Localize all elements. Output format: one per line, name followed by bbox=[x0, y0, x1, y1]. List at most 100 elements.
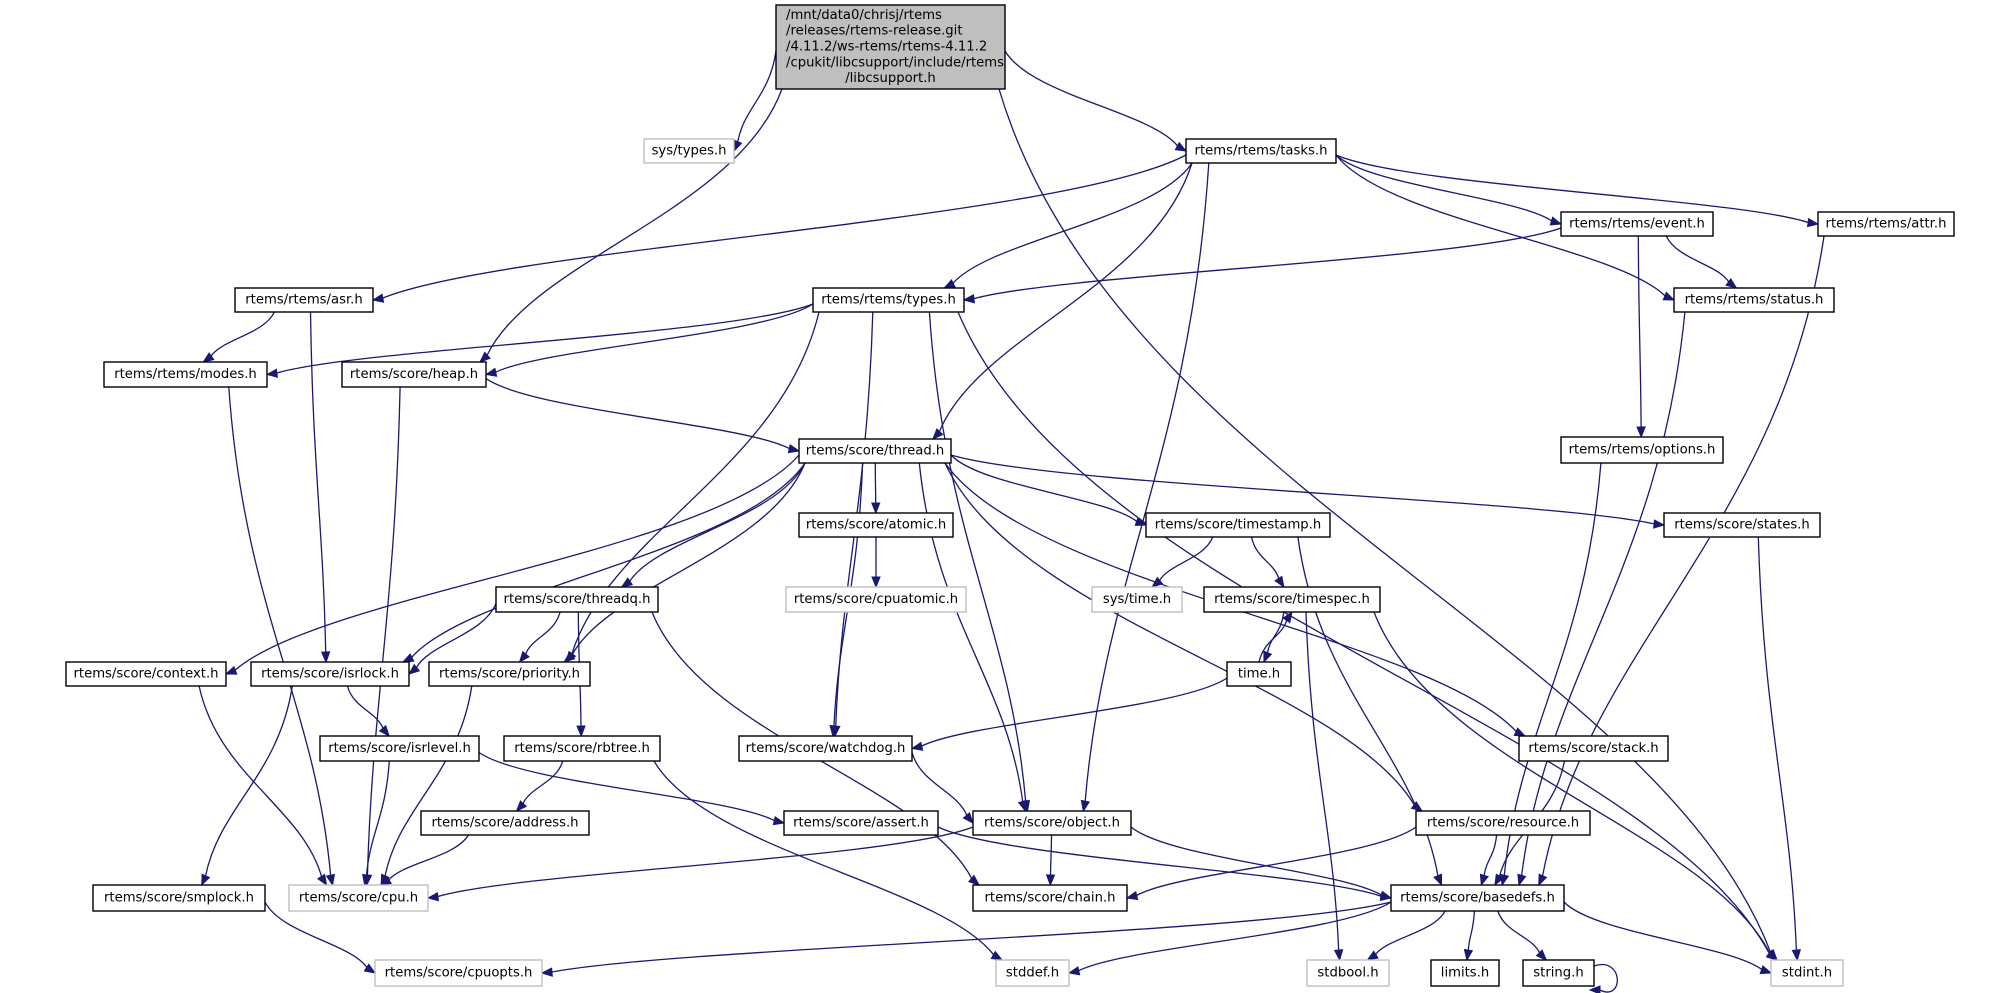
edge-tasks-to-thread bbox=[938, 162, 1193, 433]
node-label: sys/types.h bbox=[652, 144, 727, 159]
include-file-node[interactable]: rtems/rtems/asr.h bbox=[234, 287, 374, 313]
include-file-node[interactable]: rtems/score/object.h bbox=[972, 810, 1132, 836]
edge-basedefs-to-stddef bbox=[1077, 901, 1392, 972]
include-file-node[interactable]: rtems/score/threadq.h bbox=[495, 586, 659, 613]
include-file-node[interactable]: rtems/score/atomic.h bbox=[798, 512, 954, 538]
edge-context-to-cpu bbox=[198, 685, 323, 878]
arrowhead-icon bbox=[1791, 949, 1802, 962]
edge-isrlevel-to-cpu bbox=[365, 760, 390, 877]
include-file-node[interactable]: rtems/score/smplock.h bbox=[92, 884, 266, 912]
include-file-node[interactable]: time.h bbox=[1226, 661, 1292, 687]
node-label: rtems/score/thread.h bbox=[806, 444, 945, 459]
arrowhead-icon bbox=[1366, 950, 1379, 961]
include-file-node[interactable]: rtems/score/heap.h bbox=[341, 361, 487, 388]
arrowhead-icon bbox=[265, 368, 279, 378]
node-label: sys/time.h bbox=[1103, 592, 1171, 607]
node-label: rtems/score/isrlevel.h bbox=[328, 741, 471, 756]
arrowhead-icon bbox=[931, 428, 944, 440]
node-box bbox=[420, 810, 590, 836]
include-file-node[interactable]: rtems/rtems/event.h bbox=[1560, 211, 1714, 237]
node-box bbox=[250, 661, 410, 687]
node-box bbox=[1185, 138, 1337, 164]
edge-threadq-to-priority bbox=[524, 611, 561, 656]
node-label: rtems/score/smplock.h bbox=[104, 891, 254, 906]
arrowhead-icon bbox=[1067, 966, 1081, 976]
include-file-node[interactable]: rtems/score/stack.h bbox=[1518, 735, 1669, 762]
arrowhead-icon bbox=[1494, 873, 1505, 887]
edge-types-to-object bbox=[928, 311, 1027, 803]
include-file-node[interactable]: rtems/score/thread.h bbox=[798, 438, 952, 464]
edge-isrlock-to-isrlevel bbox=[346, 685, 384, 730]
node-box bbox=[374, 959, 543, 987]
include-file-node[interactable]: rtems/rtems/status.h bbox=[1673, 287, 1835, 313]
node-box bbox=[428, 661, 591, 687]
node-box bbox=[1560, 436, 1724, 464]
node-box bbox=[319, 735, 480, 762]
include-file-node[interactable]: rtems/score/rbtree.h bbox=[503, 735, 661, 762]
node-box bbox=[1226, 661, 1292, 687]
arrowhead-icon bbox=[540, 967, 553, 977]
node-box bbox=[288, 884, 429, 912]
include-file-node[interactable]: rtems/rtems/tasks.h bbox=[1185, 138, 1337, 164]
node-box bbox=[1430, 959, 1500, 987]
arrowhead-icon bbox=[479, 351, 491, 363]
arrowhead-icon bbox=[1433, 873, 1443, 887]
include-file-node: stdint.h bbox=[1770, 959, 1844, 987]
arrowhead-icon bbox=[316, 873, 328, 887]
include-file-node[interactable]: rtems/score/basedefs.h bbox=[1390, 884, 1565, 912]
node-label: rtems/score/states.h bbox=[1674, 518, 1810, 533]
edge-rbtree-to-stddef bbox=[653, 760, 995, 956]
node-box bbox=[1673, 287, 1835, 313]
node-box bbox=[341, 361, 487, 388]
edge-timespec-to-stdbool bbox=[1305, 611, 1340, 952]
node-label: rtems/score/threadq.h bbox=[504, 592, 651, 607]
include-file-node[interactable]: string.h bbox=[1522, 959, 1595, 987]
node-box bbox=[1663, 512, 1821, 538]
edge-basedefs-to-string bbox=[1497, 910, 1541, 954]
edge-thread-to-threadq bbox=[628, 462, 806, 583]
node-box bbox=[503, 735, 661, 762]
include-file-node[interactable]: limits.h bbox=[1430, 959, 1500, 987]
include-file-node[interactable]: rtems/score/address.h bbox=[420, 810, 590, 836]
edge-threadq-to-isrlock bbox=[415, 603, 497, 669]
node-label: rtems/rtems/tasks.h bbox=[1195, 144, 1328, 159]
arrowhead-icon bbox=[943, 279, 956, 289]
include-file-node[interactable]: rtems/score/resource.h bbox=[1415, 810, 1591, 836]
edge-event-to-status bbox=[1665, 235, 1730, 283]
include-file-node[interactable]: rtems/score/states.h bbox=[1663, 512, 1821, 538]
arrowhead-icon bbox=[871, 576, 881, 589]
arrowhead-icon bbox=[362, 873, 372, 887]
edge-tasks-to-asr bbox=[381, 154, 1187, 300]
include-file-node[interactable]: rtems/score/priority.h bbox=[428, 661, 591, 687]
arrowhead-icon bbox=[1513, 727, 1527, 737]
root-file-node[interactable]: /mnt/data0/chrisj/rtems/releases/rtems-r… bbox=[775, 4, 1006, 90]
edge-timespec-to-time bbox=[1266, 611, 1285, 654]
include-file-node[interactable]: rtems/score/assert.h bbox=[783, 810, 939, 836]
node-box bbox=[798, 512, 954, 538]
edge-tasks-to-attr bbox=[1335, 154, 1810, 224]
arrowhead-icon bbox=[1134, 516, 1148, 526]
include-file-node[interactable]: rtems/score/watchdog.h bbox=[738, 735, 913, 762]
include-file-node[interactable]: rtems/rtems/attr.h bbox=[1817, 211, 1955, 237]
include-file-node[interactable]: rtems/score/isrlevel.h bbox=[319, 735, 480, 762]
include-file-node[interactable]: rtems/rtems/types.h bbox=[812, 287, 965, 313]
arrowhead-icon bbox=[1151, 576, 1164, 588]
include-file-node[interactable]: rtems/score/isrlock.h bbox=[250, 661, 410, 687]
nodes-layer: /mnt/data0/chrisj/rtems/releases/rtems-r… bbox=[65, 4, 1955, 987]
arrowhead-icon bbox=[224, 665, 238, 675]
node-label: stdbool.h bbox=[1317, 966, 1378, 981]
include-file-node[interactable]: rtems/score/timestamp.h bbox=[1145, 512, 1331, 538]
edge-types-to-heap bbox=[494, 303, 814, 374]
arrowhead-icon bbox=[910, 741, 924, 751]
include-file-node[interactable]: rtems/rtems/options.h bbox=[1560, 436, 1724, 464]
node-label: /mnt/data0/chrisj/rtems bbox=[786, 8, 942, 23]
include-file-node[interactable]: rtems/score/timespec.h bbox=[1203, 586, 1381, 613]
include-file-node[interactable]: rtems/score/chain.h bbox=[972, 884, 1128, 912]
node-box bbox=[812, 287, 965, 313]
include-file-node[interactable]: rtems/rtems/modes.h bbox=[103, 361, 268, 388]
node-label: rtems/score/cpuatomic.h bbox=[794, 592, 958, 607]
arrowhead-icon bbox=[870, 502, 881, 515]
arrowhead-icon bbox=[363, 963, 377, 974]
node-box bbox=[972, 884, 1128, 912]
include-file-node[interactable]: rtems/score/context.h bbox=[65, 661, 227, 687]
